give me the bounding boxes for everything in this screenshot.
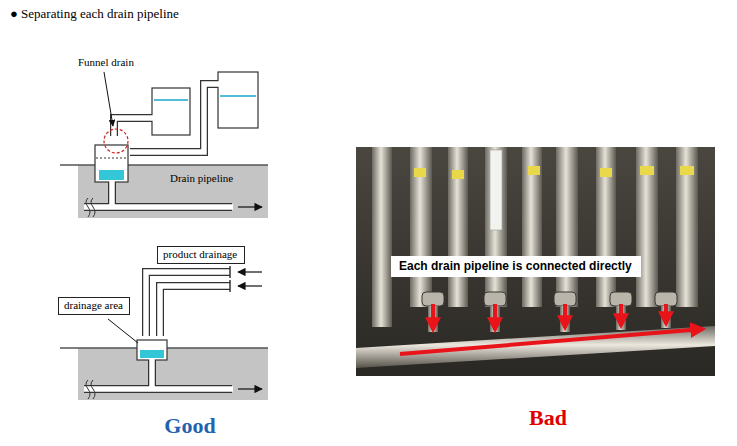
floor bbox=[78, 165, 268, 218]
flow-arrow bbox=[238, 271, 262, 272]
flow-arrow bbox=[238, 285, 262, 286]
tank bbox=[218, 72, 258, 128]
flow-arrow bbox=[238, 388, 262, 389]
manifold-pipe bbox=[356, 326, 715, 368]
verdict-label: Bad bbox=[529, 405, 567, 431]
verdict-label: Good bbox=[164, 413, 215, 439]
pipe bbox=[149, 359, 155, 390]
caption-box: Each drain pipeline is connected directl… bbox=[391, 256, 641, 277]
break-mark bbox=[86, 380, 95, 399]
floor bbox=[78, 348, 268, 400]
pipe bbox=[160, 286, 231, 337]
pipe bbox=[146, 272, 231, 337]
drain-pipe bbox=[84, 203, 232, 211]
flow-arrow bbox=[238, 206, 262, 207]
water-level bbox=[154, 99, 188, 101]
flange bbox=[229, 266, 231, 278]
vertical-pipes bbox=[372, 147, 698, 327]
tank bbox=[152, 88, 190, 135]
red-arrows bbox=[400, 304, 703, 354]
valves bbox=[422, 292, 677, 332]
tags bbox=[414, 166, 694, 179]
leader-line bbox=[108, 319, 138, 343]
drainage-area-figure bbox=[60, 266, 268, 400]
break-mark bbox=[86, 198, 95, 217]
box-text: product drainage bbox=[163, 248, 239, 262]
drain-pit bbox=[137, 340, 167, 360]
drain-pipe bbox=[84, 386, 233, 392]
floor-line bbox=[60, 164, 268, 166]
pipe bbox=[146, 272, 230, 336]
page-title: ● Separating each drain pipeline bbox=[10, 6, 179, 22]
pipe bbox=[160, 286, 230, 336]
drain-pipe bbox=[84, 204, 233, 210]
pipe bbox=[129, 84, 219, 152]
drain-pipe bbox=[84, 385, 232, 393]
box-text: Each drain pipeline is connected directl… bbox=[399, 259, 633, 274]
funnel-level bbox=[96, 158, 127, 159]
pipe bbox=[109, 181, 115, 208]
flange bbox=[229, 280, 231, 292]
callout-box: product drainage bbox=[157, 246, 245, 264]
pipe bbox=[130, 84, 218, 152]
water bbox=[140, 350, 164, 358]
leader-arrow bbox=[104, 72, 113, 126]
water-level bbox=[220, 95, 256, 97]
pipe bbox=[114, 118, 153, 137]
photo bbox=[356, 147, 715, 376]
part-label: Drain pipeline bbox=[170, 172, 233, 185]
water bbox=[99, 170, 124, 180]
highlight-circle bbox=[104, 129, 128, 153]
part-label: Funnel drain bbox=[78, 56, 134, 69]
photo-ground bbox=[356, 147, 715, 376]
callout-box: drainage area bbox=[58, 297, 130, 315]
pipe bbox=[114, 118, 152, 136]
box-text: drainage area bbox=[64, 299, 124, 313]
funnel-drain-figure bbox=[60, 72, 268, 218]
